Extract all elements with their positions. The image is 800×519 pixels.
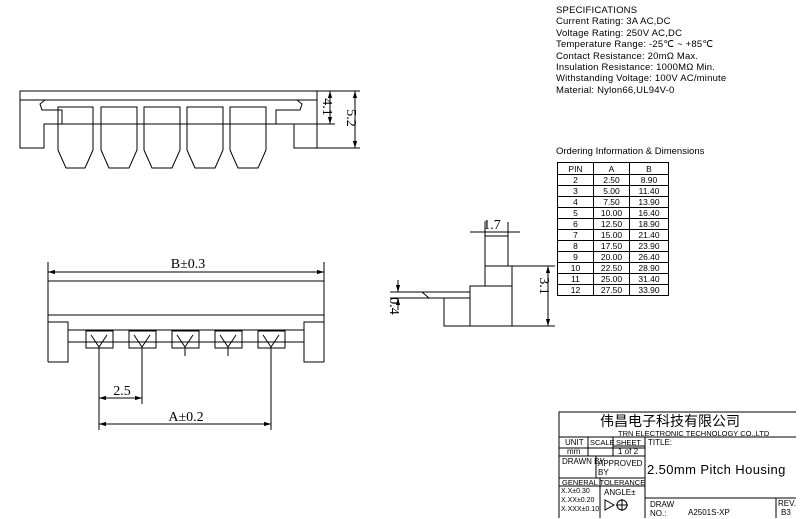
spec-line: Contact Resistance: 20mΩ Max. <box>556 50 699 62</box>
table-cell: 31.40 <box>629 273 669 285</box>
approved-by-label: APPROVED BY <box>598 459 643 477</box>
table-cell: 28.90 <box>629 262 669 274</box>
table-cell: 11.40 <box>629 185 669 197</box>
table-cell: 8 <box>557 240 594 252</box>
table-cell: 7 <box>557 229 594 241</box>
spec-line: Insulation Resistance: 1000MΩ Min. <box>556 62 716 74</box>
title-label: TITLE: <box>648 438 673 447</box>
tolerance-xx: X.XX±0.20 <box>561 497 595 504</box>
draw-no-label: DRAW NO.: <box>650 500 675 518</box>
table-header-row: PIN A B <box>557 162 669 175</box>
table-cell: 12 <box>557 284 594 296</box>
table-cell: 2.50 <box>593 174 630 186</box>
table-cell: 6 <box>557 218 594 230</box>
scale-label: SCALE <box>590 438 615 447</box>
table-cell: 13.90 <box>629 196 669 208</box>
table-cell: 8.90 <box>629 174 669 186</box>
table-cell: 2 <box>557 174 594 186</box>
spec-heading: SPECIFICATIONS <box>556 5 638 16</box>
table-cell: 10 <box>557 262 594 274</box>
table-cell: 10.00 <box>593 207 630 219</box>
dim-height-outer: 5.2 <box>343 109 358 127</box>
spec-line: Temperature Range: -25℃ ~ +85℃ <box>556 39 714 51</box>
sheet-value: 1 of 2 <box>618 447 639 456</box>
table-cell: 33.90 <box>629 284 669 296</box>
angle-tolerance-label: ANGLE± <box>604 488 636 497</box>
dim-height-inner: 4.1 <box>319 98 334 116</box>
dim-side-top: 1.7 <box>483 218 501 233</box>
table-cell: 3 <box>557 185 594 197</box>
table-cell: 26.40 <box>629 251 669 263</box>
sheet-label: SHEET <box>616 438 642 447</box>
table-cell: 7.50 <box>593 196 630 208</box>
spec-line: Material: Nylon66,UL94V-0 <box>556 84 675 96</box>
table-cell: 17.50 <box>593 240 630 252</box>
table-cell: 5 <box>557 207 594 219</box>
tolerance-x: X.X±0.30 <box>561 488 590 495</box>
side-view <box>390 222 555 327</box>
contacts <box>85 330 286 356</box>
terminal-cavities <box>57 106 267 169</box>
column-header: B <box>629 162 669 175</box>
rev-value: B3 <box>781 508 791 517</box>
rev-label: REV. <box>778 499 796 508</box>
table-cell: 9 <box>557 251 594 263</box>
draw-no: A2501S-XP <box>688 508 730 517</box>
column-header: PIN <box>557 162 594 175</box>
table-cell: 21.40 <box>629 229 669 241</box>
specifications: SPECIFICATIONS Current Rating: 3A AC,DC … <box>556 5 726 96</box>
table-cell: 25.00 <box>593 273 630 285</box>
unit-label: UNIT <box>565 438 584 447</box>
table-cell: 4 <box>557 196 594 208</box>
dim-side-height: 3.1 <box>536 277 551 295</box>
ordering-title: Ordering Information & Dimensions <box>556 146 705 157</box>
spec-line: Current Rating: 3A AC,DC <box>556 16 671 28</box>
title-block <box>558 411 796 518</box>
dim-side-small: 0.4 <box>386 297 401 315</box>
dim-span-a: A±0.2 <box>168 410 203 425</box>
front-view <box>47 262 325 430</box>
table-cell: 22.50 <box>593 262 630 274</box>
spec-line: Voltage Rating: 250V AC,DC <box>556 27 683 39</box>
company-name-cn: 伟昌电子科技有限公司 <box>600 414 740 430</box>
table-cell: 15.00 <box>593 229 630 241</box>
spec-line: Withstanding Voltage: 100V AC/minute <box>556 73 727 85</box>
table-cell: 16.40 <box>629 207 669 219</box>
table-cell: 11 <box>557 273 594 285</box>
dim-pitch: 2.5 <box>113 384 131 399</box>
general-tolerance-label: GENERAL TOLERANCE <box>562 478 646 487</box>
company-name-en: TRN ELECTRONIC TECHNOLOGY CO.,LTD <box>618 429 770 438</box>
drawn-by-label: DRAWN BY <box>562 457 605 466</box>
tolerance-xxx: X.XXX±0.10 <box>561 506 600 513</box>
column-header: A <box>593 162 630 175</box>
top-view <box>19 90 360 169</box>
table-cell: 12.50 <box>593 218 630 230</box>
drawing-title: 2.50mm Pitch Housing <box>647 462 786 477</box>
table-cell: 20.00 <box>593 251 630 263</box>
table-cell: 5.00 <box>593 185 630 197</box>
table-cell: 27.50 <box>593 284 630 296</box>
dim-width-b: B±0.3 <box>171 257 206 272</box>
table-cell: 23.90 <box>629 240 669 252</box>
table-cell: 18.90 <box>629 218 669 230</box>
unit-value: mm <box>567 447 581 456</box>
